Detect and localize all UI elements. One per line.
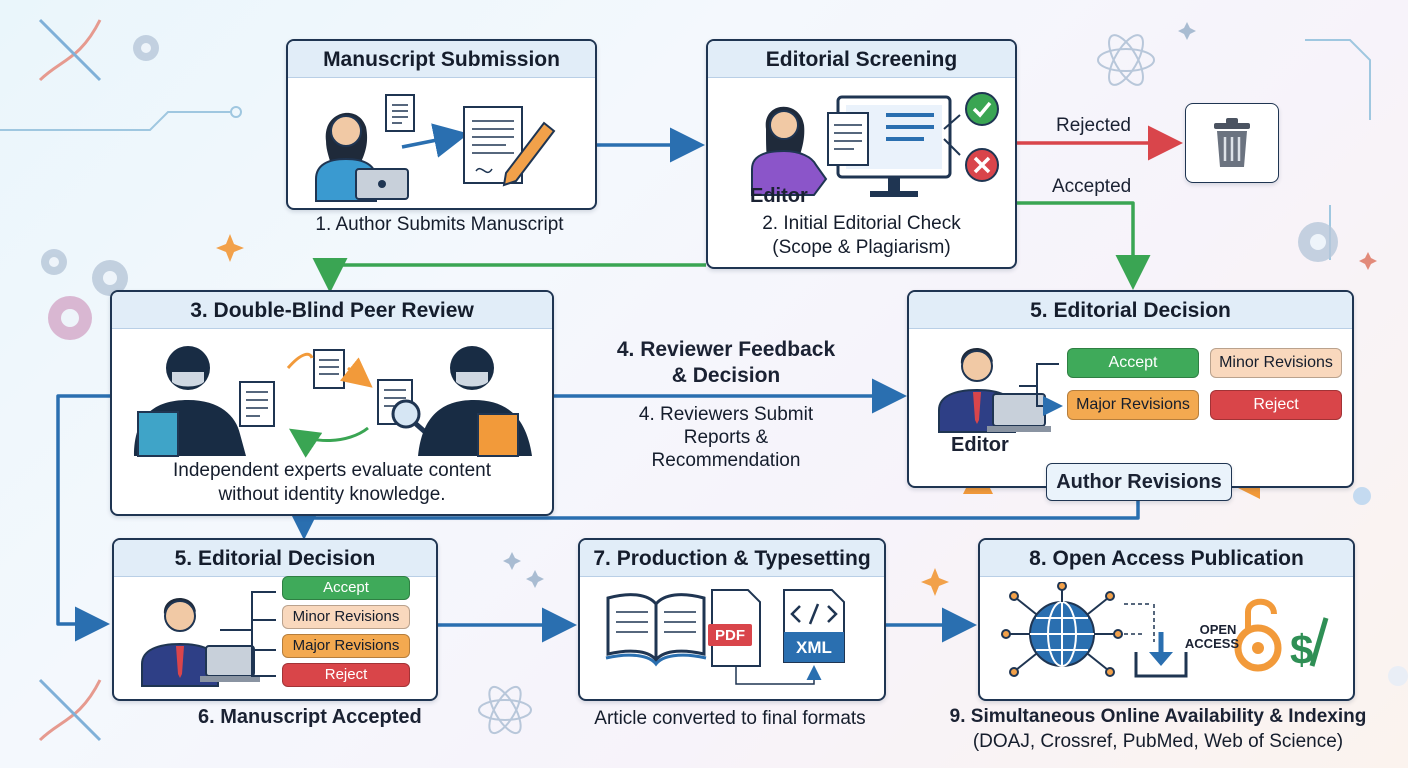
pdf-label: PDF [715, 627, 745, 644]
publication-card: 8. Open Access Publication [978, 538, 1355, 701]
book-icon [605, 593, 707, 667]
decision-bottom-accept: Accept [282, 576, 410, 600]
document-icon [239, 349, 413, 427]
atom-icon [478, 34, 1155, 735]
production-illustration [605, 589, 845, 685]
xml-file-icon [783, 589, 845, 663]
svg-text:$: $ [1290, 626, 1313, 673]
editor-decision-illustration [938, 347, 1083, 433]
laptop-icon [200, 645, 260, 682]
author-revisions-label: Author Revisions [1056, 471, 1222, 493]
decision-top-minor: Minor Revisions [1210, 348, 1342, 378]
publication-title: 8. Open Access Publication [980, 540, 1353, 577]
author-revisions-box: Author Revisions [1046, 463, 1232, 501]
screening-caption-line2: (Scope & Plagiarism) [772, 237, 951, 258]
rejected-label: Rejected [1056, 115, 1131, 136]
decision-bottom-minor: Minor Revisions [282, 605, 410, 629]
submission-caption: 1. Author Submits Manuscript [315, 214, 564, 235]
arrow-accepted [1016, 201, 1151, 290]
globe-icon [1029, 601, 1095, 667]
decision-top-major: Major Revisions [1067, 390, 1199, 420]
laptop-icon [987, 393, 1051, 432]
check-icon [965, 92, 999, 126]
peer-review-card: 3. Double-Blind Peer Review [110, 290, 554, 516]
download-icon [1134, 632, 1188, 678]
peer-review-desc-line2: without identity knowledge. [218, 484, 446, 505]
dna-icon [38, 18, 102, 742]
publication-caption-line2: (DOAJ, Crossref, PubMed, Web of Science) [972, 731, 1344, 752]
decision-top-accept: Accept [1067, 348, 1199, 378]
open-access-lock-icon [1234, 598, 1282, 672]
laptop-icon [355, 168, 409, 200]
submission-title: Manuscript Submission [288, 41, 595, 78]
publication-caption-line1: 9. Simultaneous Online Availability & In… [949, 706, 1367, 727]
feedback-desc-line1: 4. Reviewers Submit [638, 404, 814, 425]
cross-icon [965, 148, 999, 182]
peer-review-title: 3. Double-Blind Peer Review [112, 292, 552, 329]
arrow-left-loop [56, 394, 110, 642]
peer-review-desc-line1: Independent experts evaluate content [173, 460, 491, 481]
decision-bottom-title: 5. Editorial Decision [114, 540, 436, 577]
decision-top-reject: Reject [1210, 390, 1342, 420]
production-caption: Article converted to final formats [594, 708, 866, 729]
feedback-desc-line2: Reports & [683, 427, 769, 448]
decision-bottom-caption: 6. Manuscript Accepted [198, 706, 422, 728]
production-card: 7. Production & Typesetting PDF XML [578, 538, 886, 701]
screening-card: Editorial Screening [706, 39, 1017, 269]
screening-title: Editorial Screening [708, 41, 1015, 78]
editor-accept-illustration [141, 591, 276, 687]
submission-card: Manuscript Submission [286, 39, 597, 210]
arrow-screening-to-review [312, 258, 706, 293]
decision-top-card: 5. Editorial Decision Editor Accept Mino… [907, 290, 1354, 488]
accepted-label: Accepted [1052, 176, 1132, 197]
trash-icon [1214, 118, 1250, 167]
pdf-file-icon [708, 589, 761, 667]
feedback-title-line2: & Decision [671, 364, 781, 387]
feedback-desc-line3: Recommendation [651, 450, 801, 471]
document-icon [827, 112, 869, 166]
reviewer-left [134, 346, 246, 457]
arrow-revisions-loop [286, 500, 1140, 540]
decision-top-title: 5. Editorial Decision [909, 292, 1352, 329]
decision-top-editor-label: Editor [951, 434, 1009, 456]
feedback-title-line1: 4. Reviewer Feedback [616, 338, 836, 361]
pencil-icon [502, 121, 556, 187]
publication-illustration: $ [1001, 582, 1329, 678]
screening-editor-label: Editor [750, 185, 808, 207]
open-access-line2: ACCESS [1184, 636, 1240, 651]
sparkle-icon [216, 234, 1377, 596]
decision-bottom-card: 5. Editorial Decision Accept Minor Revis… [112, 538, 438, 701]
reviewer-right [418, 346, 532, 457]
decision-bottom-reject: Reject [282, 663, 410, 687]
decision-bottom-major: Major Revisions [282, 634, 410, 658]
reviewers-illustration [134, 346, 532, 458]
dollar-slash-icon: $ [1290, 617, 1329, 673]
screening-caption-line1: 2. Initial Editorial Check [762, 213, 961, 234]
editor-screening-illustration [751, 92, 999, 197]
network-nodes [1001, 582, 1123, 677]
open-access-line1: OPEN [1199, 622, 1237, 637]
author-illustration [315, 94, 556, 202]
trash-box [1185, 103, 1279, 183]
production-title: 7. Production & Typesetting [580, 540, 884, 577]
document-icon [385, 94, 415, 132]
xml-label: XML [796, 638, 832, 657]
